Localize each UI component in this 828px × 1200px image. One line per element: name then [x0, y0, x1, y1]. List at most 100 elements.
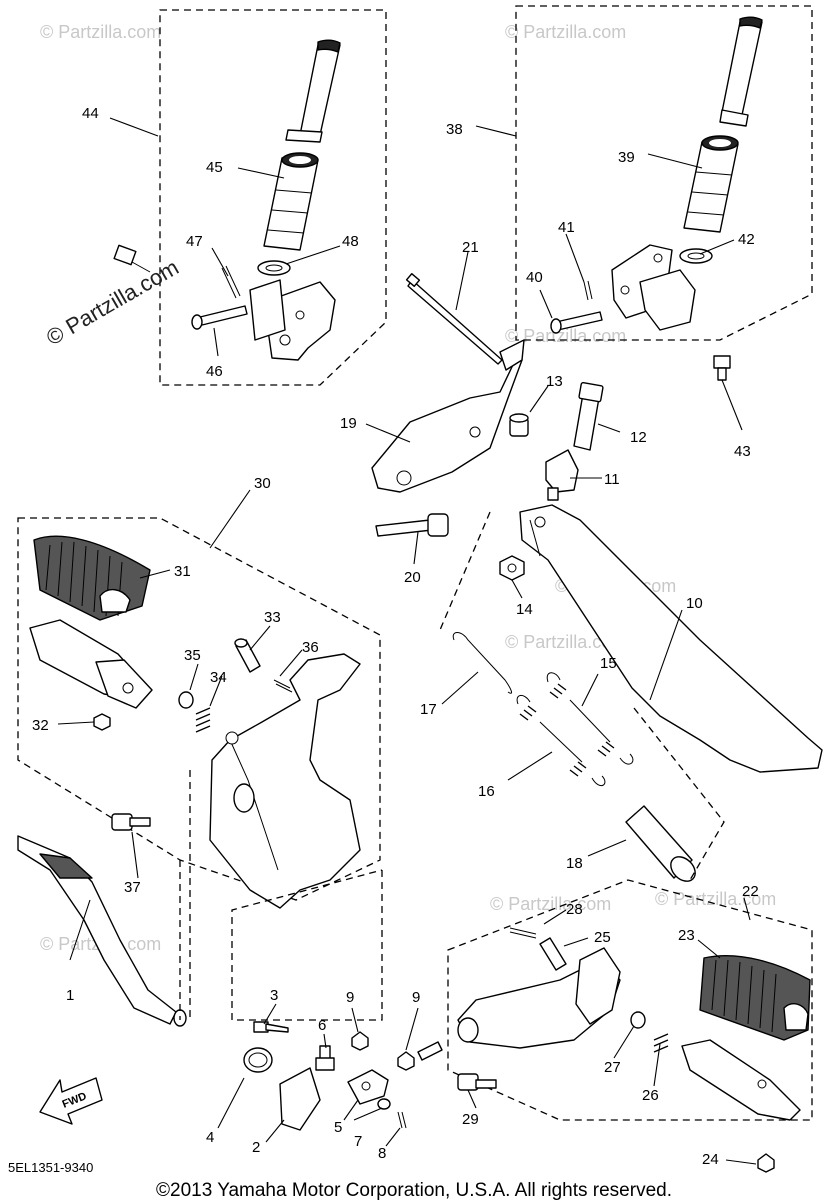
callout-24: 24: [702, 1151, 719, 1168]
watermark: © Partzilla.com: [505, 326, 626, 346]
part-pipe-18: [625, 805, 696, 882]
callout-39: 39: [618, 149, 635, 166]
callout-32: 32: [32, 717, 49, 734]
callout-20: 20: [404, 569, 421, 586]
part-spring-4: [243, 1047, 273, 1073]
callout-41: 41: [558, 219, 575, 236]
copyright-text: ©2013 Yamaha Motor Corporation, U.S.A. A…: [156, 1180, 672, 1200]
callout-42: 42: [738, 231, 755, 248]
callout-3: 3: [270, 987, 278, 1004]
part-washer-7: [377, 1098, 391, 1110]
part-pedal-1: [17, 835, 187, 1027]
callout-21: 21: [462, 239, 479, 256]
part-collar-35: [178, 691, 194, 709]
callout-35: 35: [184, 647, 201, 664]
callout-43: 43: [734, 443, 751, 460]
watermark: © Partzilla.com: [505, 632, 626, 652]
callout-28: 28: [566, 901, 583, 918]
part-spring-16: [516, 695, 606, 787]
callout-4: 4: [206, 1129, 214, 1146]
diagram-code: 5EL1351-9340: [8, 1160, 93, 1175]
callout-36: 36: [302, 639, 319, 656]
part-bolt-left-top: [113, 244, 151, 273]
callout-7: 7: [354, 1133, 362, 1150]
watermark: © Partzilla.com: [490, 894, 611, 914]
callout-5: 5: [334, 1119, 342, 1136]
callout-46: 46: [206, 363, 223, 380]
callout-38: 38: [446, 121, 463, 138]
callout-48: 48: [342, 233, 359, 250]
part-nut-14: [499, 555, 525, 581]
group-38-outline: [515, 5, 813, 341]
callout-16: 16: [478, 783, 495, 800]
part-footrest-right: [681, 1039, 801, 1121]
callout-23: 23: [678, 927, 695, 944]
part-rubber-39: [683, 135, 739, 233]
callout-45: 45: [206, 159, 223, 176]
callout-labels: 1 2 3 4 5 6 7 8 9 9 10 11 12 13 14 15 16…: [32, 105, 759, 1168]
part-bolt-6: [315, 1045, 335, 1071]
group-30-outline: [17, 517, 381, 901]
part-lever-2: [279, 1067, 321, 1131]
callout-9: 9: [412, 989, 420, 1006]
part-cotter-36: [273, 679, 293, 693]
part-passenger-bracket: [457, 947, 621, 1049]
watermark: © Partzilla.com: [505, 22, 626, 42]
callout-29: 29: [462, 1111, 479, 1128]
callout-25: 25: [594, 929, 611, 946]
callout-31: 31: [174, 563, 191, 580]
callout-8: 8: [378, 1145, 386, 1162]
part-collar-13: [509, 413, 529, 437]
part-cable-21: [405, 273, 503, 365]
part-nut-24: [757, 1153, 775, 1173]
callout-9: 9: [346, 989, 354, 1006]
callout-19: 19: [340, 415, 357, 432]
part-bolt-3: [253, 1021, 289, 1033]
part-bolt-12: [573, 382, 604, 451]
part-stand-bracket-19: [371, 339, 525, 493]
part-footrest-left: [29, 619, 153, 709]
callout-2: 2: [252, 1139, 260, 1156]
callout-44: 44: [82, 105, 99, 122]
part-spring-17: [452, 632, 513, 694]
part-sidestand-10: [519, 504, 823, 773]
part-spring-34: [195, 707, 211, 733]
watermark: © Partzilla.com: [40, 22, 161, 42]
part-nut-9: [351, 1031, 369, 1051]
part-pin-40: [550, 311, 603, 334]
part-spring-26: [653, 1033, 669, 1053]
callout-10: 10: [686, 595, 703, 612]
watermark-main: © Partzilla.com: [42, 255, 183, 351]
part-spring-15: [546, 672, 634, 765]
fwd-arrow-icon: FWD: [39, 1077, 103, 1125]
callout-33: 33: [264, 609, 281, 626]
callout-6: 6: [318, 1017, 326, 1034]
callout-27: 27: [604, 1059, 621, 1076]
callout-12: 12: [630, 429, 647, 446]
part-rod: [417, 1041, 443, 1061]
part-pin-33: [234, 638, 261, 673]
part-nut-32: [93, 713, 111, 731]
part-cotter-28: [509, 927, 537, 939]
part-bolt-43: [713, 355, 731, 381]
part-footrest-bracket-left: [249, 279, 336, 361]
callout-26: 26: [642, 1087, 659, 1104]
part-nut-9-second: [397, 1051, 415, 1071]
guide-line: [439, 511, 491, 631]
part-footrest-holder: [209, 653, 361, 909]
part-switch-11: [545, 449, 579, 501]
callout-34: 34: [210, 669, 227, 686]
callout-22: 22: [742, 883, 759, 900]
callout-14: 14: [516, 601, 533, 618]
part-grip-cover-left: [285, 39, 341, 143]
part-pin-25: [539, 937, 567, 971]
callout-40: 40: [526, 269, 543, 286]
callout-13: 13: [546, 373, 563, 390]
callout-37: 37: [124, 879, 141, 896]
part-pin-46: [191, 305, 248, 330]
part-rubber-23: [699, 954, 811, 1041]
part-cotter-47: [221, 265, 241, 299]
callout-1: 1: [66, 987, 74, 1004]
guide-line: [231, 869, 383, 1021]
